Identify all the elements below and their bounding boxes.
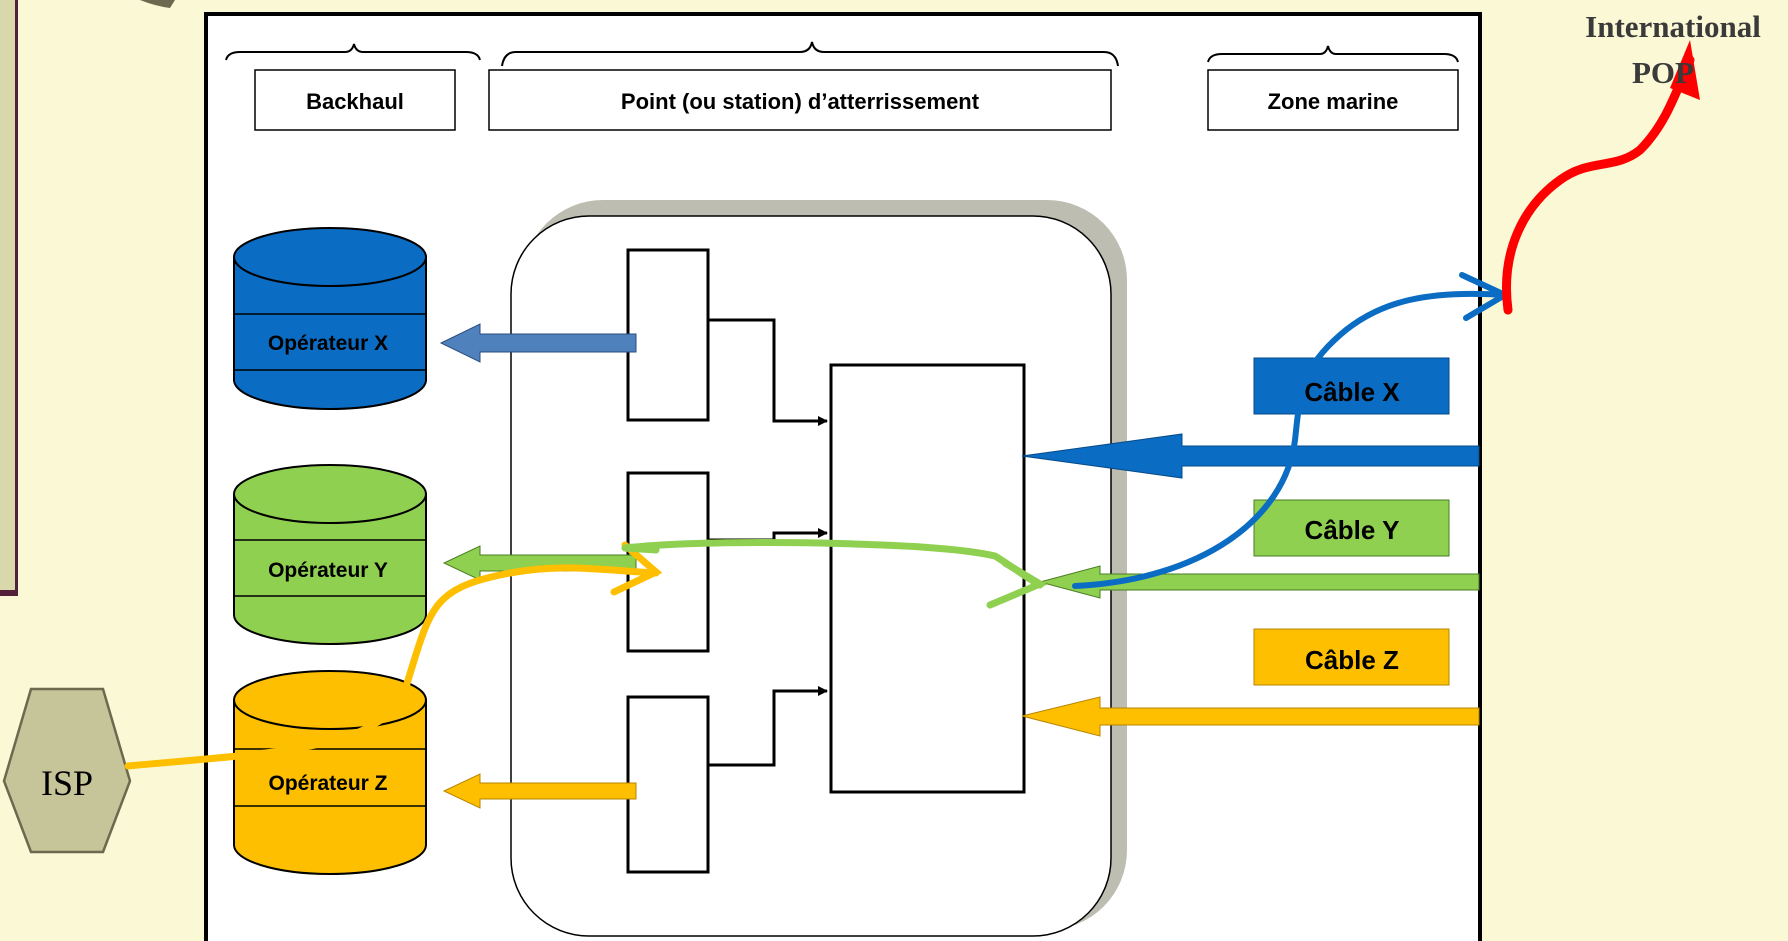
green-traffic-tail (621, 544, 660, 554)
operator-y-label: Opérateur Y (268, 559, 388, 582)
section-box-marine (1207, 69, 1459, 131)
pop-traffic-arrowhead (1670, 40, 1700, 100)
operator-x-label: Opérateur X (268, 332, 388, 355)
isp-traffic-arrowhead (610, 541, 663, 596)
isp-label: ISP (41, 763, 93, 803)
left-panel-underline (0, 590, 18, 596)
operator-z-database: Opérateur Z (233, 670, 427, 875)
pop-label-line2: POP (1632, 55, 1694, 90)
pop-traffic-path (1502, 55, 1695, 315)
brace-marine (1207, 45, 1459, 63)
section-box-backhaul (254, 69, 456, 131)
brace-landing (501, 41, 1119, 67)
cable-arrow-z (1021, 696, 1480, 737)
operator-z-label: Opérateur Z (268, 772, 387, 795)
cable-z-label: Câble Z (1305, 645, 1399, 675)
corner-ornament (140, 0, 175, 8)
left-panel (0, 0, 15, 590)
connector-x (708, 318, 828, 426)
cable-y-box (1253, 499, 1450, 557)
cable-z-box (1253, 628, 1450, 686)
switch-box-z (626, 695, 710, 874)
isp-hexagon (2, 687, 132, 854)
green-traffic-arrowhead (986, 559, 1048, 609)
left-panel-border (15, 0, 18, 596)
backhaul-arrow-x (439, 323, 637, 363)
section-label-landing: Point (ou station) d’atterrissement (621, 89, 980, 114)
cable-x-box (1253, 357, 1450, 415)
pop-label-line1: International (1585, 9, 1761, 44)
isp-traffic-path (124, 564, 660, 770)
blue-traffic-path (1072, 290, 1508, 589)
cable-arrow-x (1021, 433, 1480, 479)
section-label-marine: Zone marine (1268, 89, 1399, 114)
section-label-backhaul: Backhaul (306, 89, 404, 114)
switch-box-x (626, 248, 710, 422)
central-box (829, 363, 1026, 794)
cable-y-label: Câble Y (1305, 515, 1400, 545)
backhaul-arrow-z (442, 773, 637, 809)
section-box-landing (488, 69, 1112, 131)
connector-z (708, 686, 828, 767)
brace-backhaul (225, 43, 481, 61)
cable-x-label: Câble X (1304, 377, 1400, 407)
operator-y-database: Opérateur Y (233, 464, 427, 645)
operator-x-database: Opérateur X (233, 227, 427, 410)
